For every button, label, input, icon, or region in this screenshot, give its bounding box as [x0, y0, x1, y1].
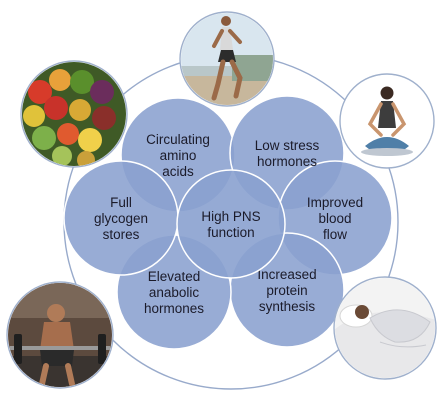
petal-full-glycogen-stores-line-1: Full: [110, 195, 132, 210]
petal-improved-blood-flow-line-1: Improved: [307, 195, 363, 210]
petal-circulating-amino-acids-line-2: amino: [160, 148, 197, 163]
petal-low-stress-hormones-line-2: hormones: [257, 154, 317, 169]
sleeping-person-photo-icon: [333, 276, 437, 380]
runner-photo-icon: [179, 11, 275, 107]
center-circle: [176, 169, 286, 279]
petal-increased-protein-synthesis-line-2: protein: [266, 283, 307, 298]
center-label-line-2: function: [207, 225, 254, 240]
petal-improved-blood-flow-line-2: blood: [318, 211, 351, 226]
petal-elevated-anabolic-hormones-line-1: Elevated: [148, 269, 201, 284]
petal-full-glycogen-stores-line-3: stores: [103, 227, 140, 242]
petal-elevated-anabolic-hormones-line-2: anabolic: [149, 285, 200, 300]
weightlifter-photo-icon: [6, 281, 114, 389]
vegetables-photo-icon: [20, 60, 128, 168]
petal-full-glycogen-stores-line-2: glycogen: [94, 211, 148, 226]
petal-circulating-amino-acids-line-1: Circulating: [146, 132, 210, 147]
petal-circulating-amino-acids-line-3: acids: [162, 164, 194, 179]
petal-improved-blood-flow-line-3: flow: [323, 227, 347, 242]
meditation-photo-icon: [339, 73, 435, 169]
center-label-line-1: High PNS: [201, 209, 260, 224]
petal-increased-protein-synthesis-line-3: synthesis: [259, 299, 316, 314]
petal-elevated-anabolic-hormones-line-3: hormones: [144, 301, 204, 316]
petal-low-stress-hormones-line-1: Low stress: [255, 138, 320, 153]
petal-increased-protein-synthesis-line-1: Increased: [257, 267, 316, 282]
